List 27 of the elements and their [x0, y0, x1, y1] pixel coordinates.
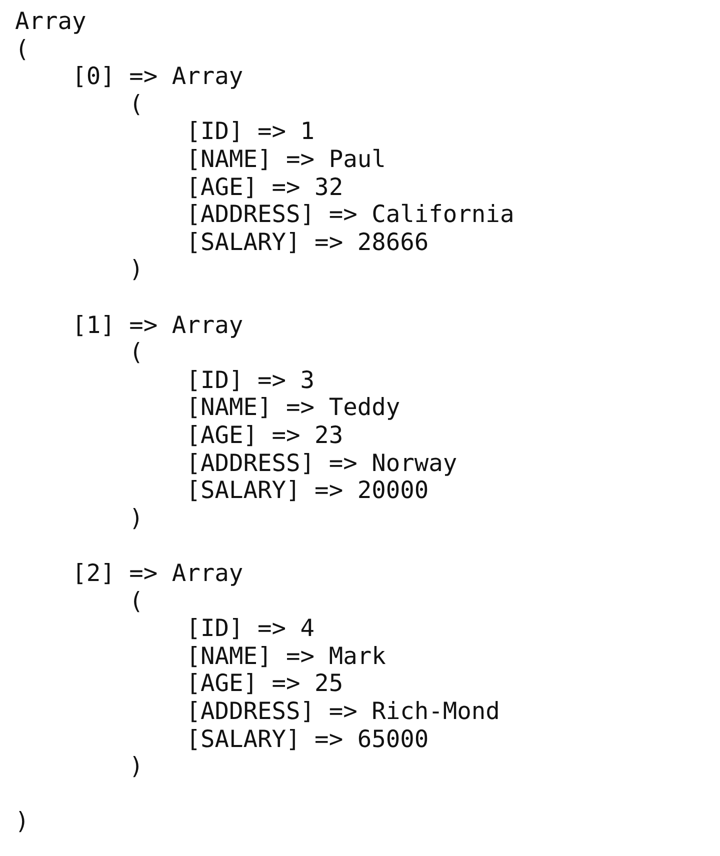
code-line: [ID] => 1 — [186, 118, 315, 146]
code-line: [AGE] => 32 — [186, 174, 344, 202]
code-line: ) — [129, 504, 144, 532]
code-line: ) — [15, 808, 30, 836]
code-line: ( — [129, 588, 144, 616]
code-line: [AGE] => 23 — [186, 422, 344, 450]
code-line: [NAME] => Teddy — [186, 394, 400, 422]
code-line: [1] => Array — [72, 312, 244, 340]
code-line: [ID] => 3 — [186, 366, 315, 394]
code-line: [AGE] => 25 — [186, 670, 344, 698]
code-line: [ADDRESS] => California — [186, 201, 514, 229]
code-line: [ADDRESS] => Norway — [186, 450, 458, 478]
code-line: [2] => Array — [72, 560, 244, 588]
code-line: [SALARY] => 20000 — [186, 477, 429, 505]
code-line: [0] => Array — [72, 63, 244, 91]
code-line: ( — [15, 36, 30, 64]
code-line: [ID] => 4 — [186, 615, 315, 643]
code-line: Array — [15, 8, 86, 36]
code-line: [ADDRESS] => Rich-Mond — [186, 698, 500, 726]
code-line: [NAME] => Mark — [186, 642, 386, 670]
code-line: [SALARY] => 28666 — [186, 228, 429, 256]
code-line: ) — [129, 256, 144, 284]
code-line: ) — [129, 753, 144, 781]
code-line: [NAME] => Paul — [186, 146, 386, 174]
code-line: ( — [129, 90, 144, 118]
code-line: [SALARY] => 65000 — [186, 726, 429, 754]
code-line: ( — [129, 339, 144, 367]
